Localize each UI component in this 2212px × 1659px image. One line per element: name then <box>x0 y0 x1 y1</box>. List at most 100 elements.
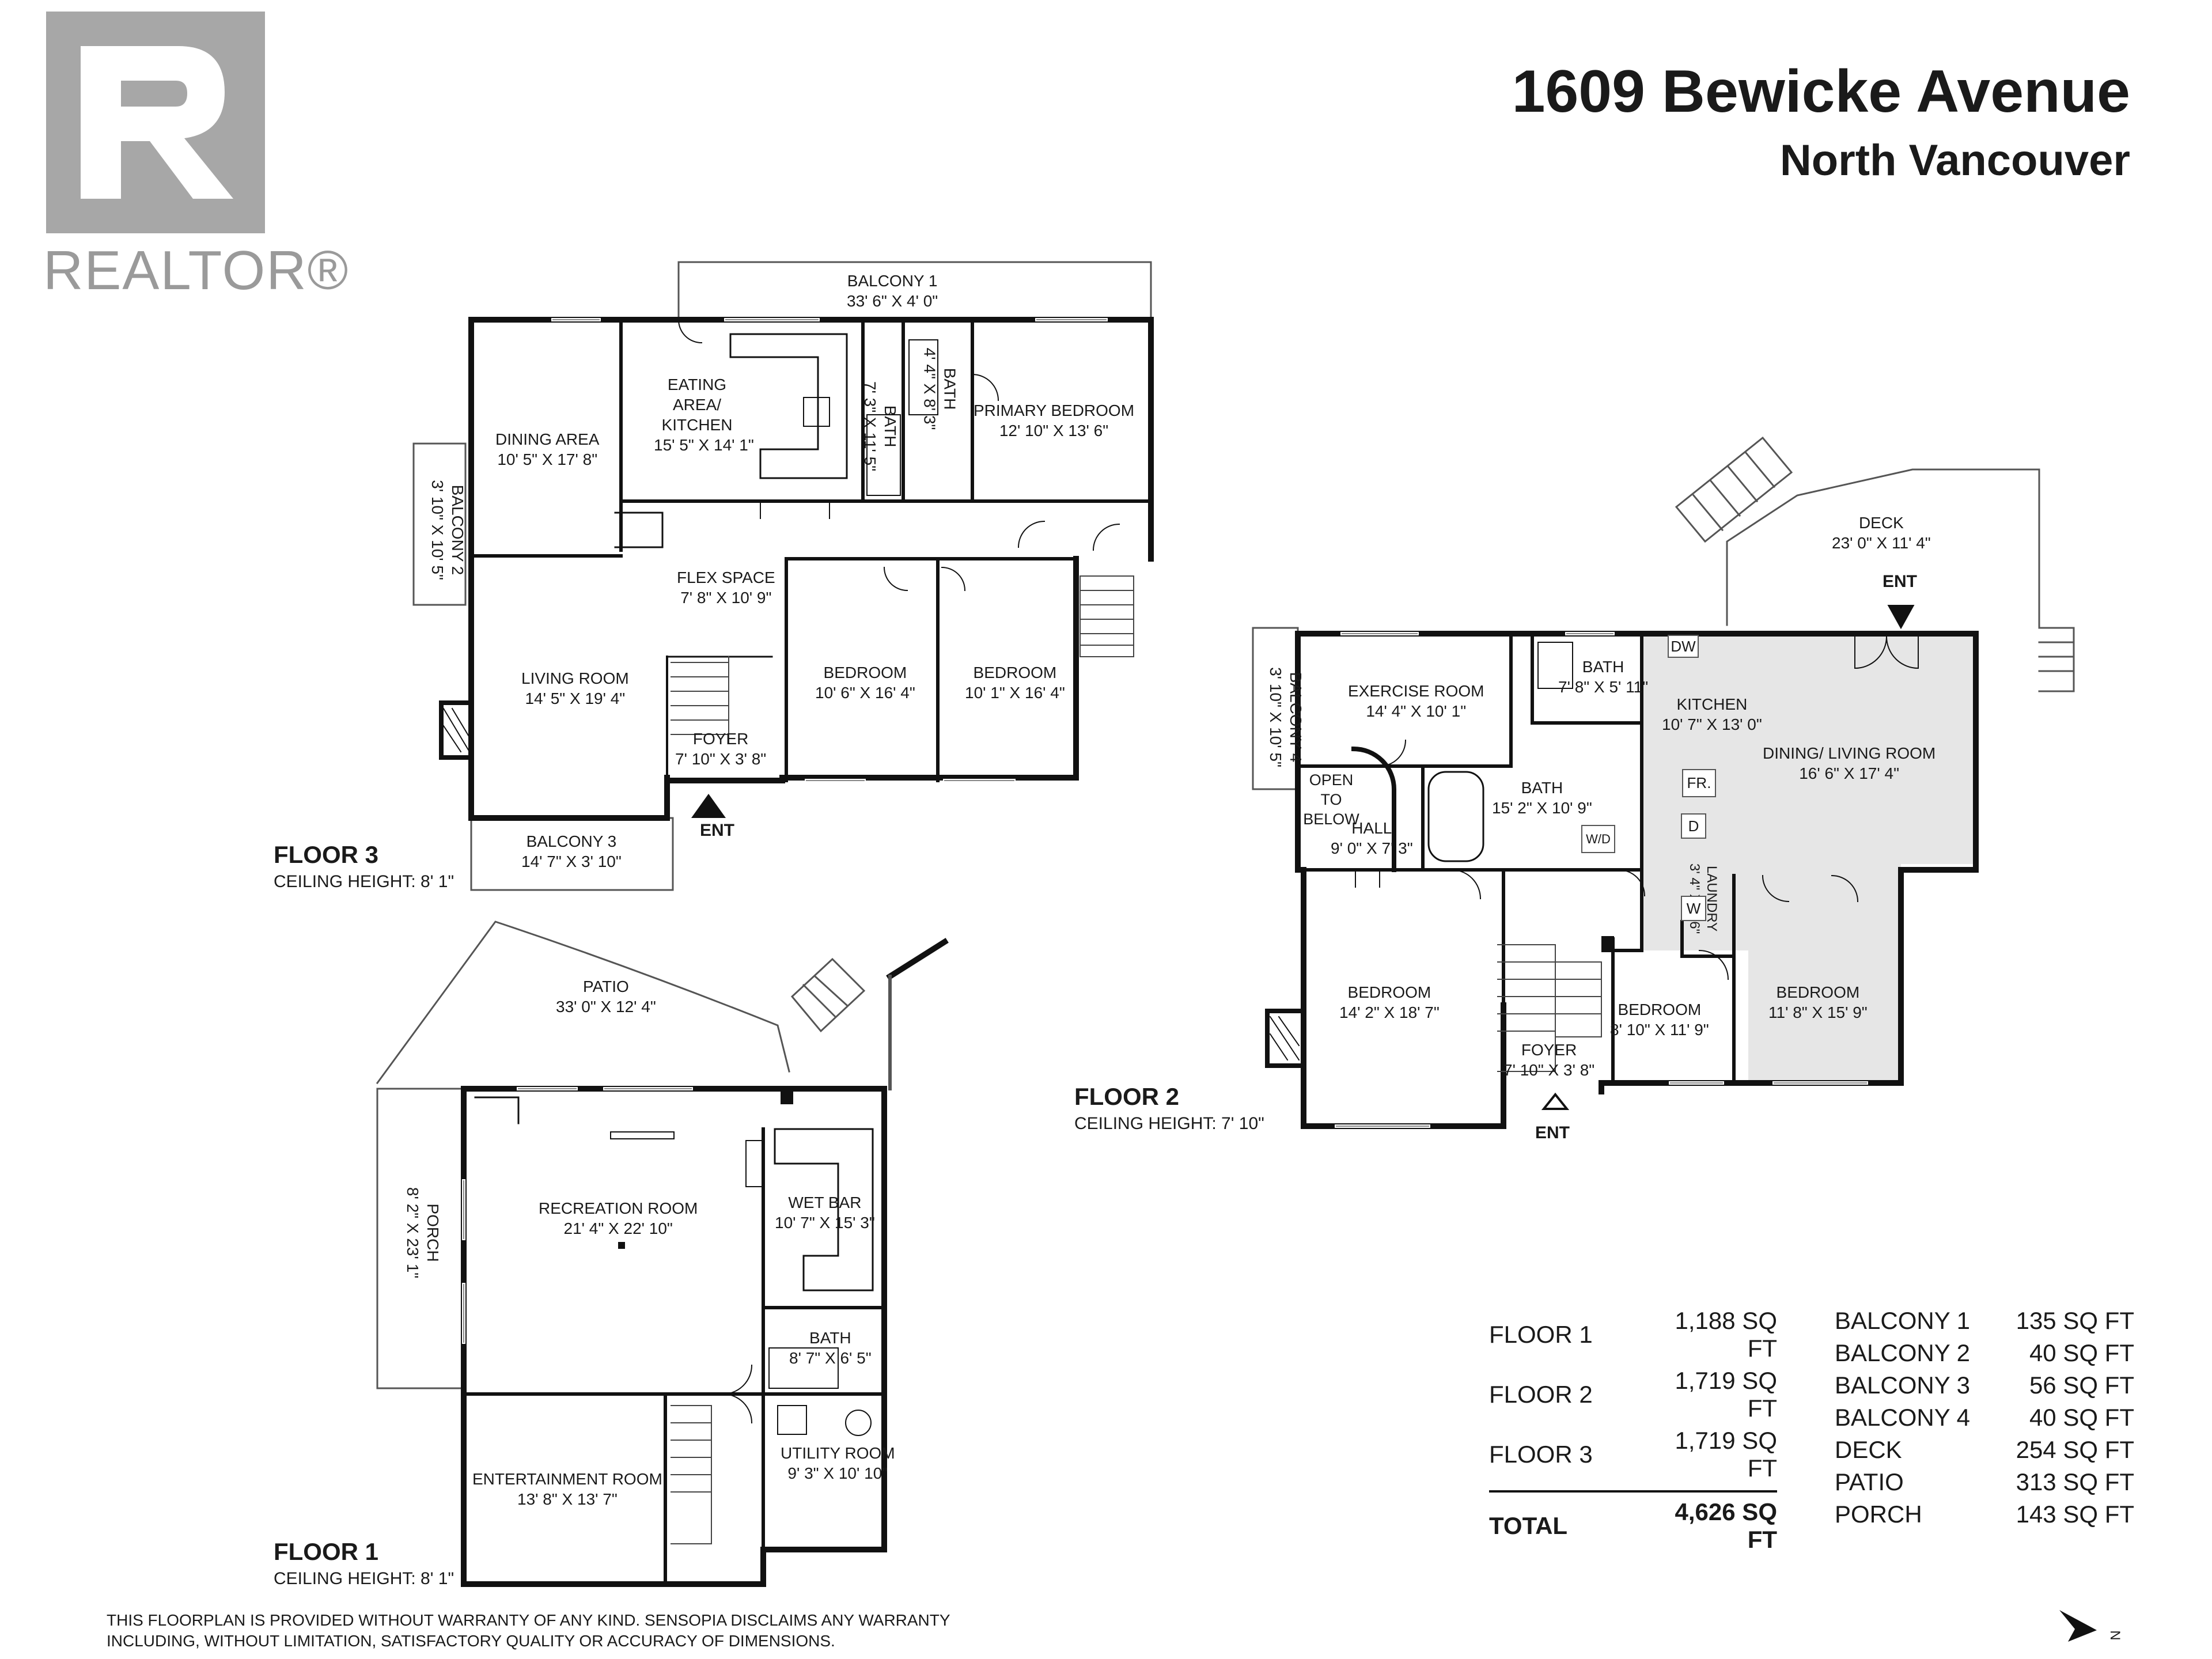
disclaimer-line-1: THIS FLOORPLAN IS PROVIDED WITHOUT WARRA… <box>107 1611 950 1629</box>
outdoor-area-row: BALCONY 4 40 SQ FT <box>1835 1402 2134 1434</box>
floor-area-table: FLOOR 1 1,188 SQ FT FLOOR 2 1,719 SQ FT FL… <box>1489 1305 1777 1556</box>
outdoor-area-row: PATIO 313 SQ FT <box>1835 1466 2134 1498</box>
outdoor-area-value: 254 SQ FT <box>2016 1436 2134 1463</box>
floor-area-row: FLOOR 1 1,188 SQ FT <box>1489 1305 1777 1365</box>
north-label: N <box>2108 1630 2124 1641</box>
outdoor-area-value: 56 SQ FT <box>2029 1372 2134 1399</box>
outdoor-area-label: BALCONY 2 <box>1835 1339 1970 1366</box>
floor2-plan <box>1252 436 2075 1129</box>
floor3-label: FLOOR 3 <box>274 841 379 868</box>
floor1-label-block: FLOOR 1 CEILING HEIGHT: 8' 1" <box>274 1538 454 1589</box>
outdoor-area-label: BALCONY 1 <box>1835 1307 1970 1334</box>
dryer-label: D <box>1681 813 1706 839</box>
property-city: North Vancouver <box>1779 136 2130 185</box>
disclaimer: THIS FLOORPLAN IS PROVIDED WITHOUT WARRA… <box>107 1610 950 1652</box>
floor2-label: FLOOR 2 <box>1074 1083 1180 1110</box>
floor-area-label: FLOOR 3 <box>1489 1425 1639 1493</box>
floor2-ent-arrow-bottom <box>1541 1092 1570 1110</box>
outdoor-area-value: 313 SQ FT <box>2016 1468 2134 1495</box>
outdoor-area-label: BALCONY 4 <box>1835 1404 1970 1431</box>
floor-area-value: 1,719 SQ FT <box>1639 1425 1777 1493</box>
outdoor-area-value: 135 SQ FT <box>2016 1307 2134 1334</box>
floor-area-value: 1,188 SQ FT <box>1675 1307 1777 1362</box>
property-address: 1609 Bewicke Avenue <box>1512 58 2130 125</box>
total-area-label: TOTAL <box>1489 1512 1568 1539</box>
total-area-value: 4,626 SQ FT <box>1675 1498 1777 1553</box>
disclaimer-line-2: INCLUDING, WITHOUT LIMITATION, SATISFACT… <box>107 1632 835 1650</box>
ent-label-f2-bottom: ENT <box>1535 1123 1570 1142</box>
fridge-label: FR. <box>1682 769 1716 797</box>
outdoor-area-value: 143 SQ FT <box>2016 1501 2134 1528</box>
north-arrow-icon <box>2059 1610 2097 1642</box>
floor3-plan <box>412 261 1154 891</box>
floor3-ent-arrow <box>691 794 726 818</box>
dishwasher-label: DW <box>1668 635 1699 658</box>
outdoor-area-label: BALCONY 3 <box>1835 1372 1970 1399</box>
outdoor-area-row: BALCONY 1 135 SQ FT <box>1835 1305 2134 1337</box>
floor2-ceiling: CEILING HEIGHT: 7' 10" <box>1074 1114 1264 1133</box>
floor-area-row: FLOOR 2 1,719 SQ FT <box>1489 1365 1777 1425</box>
floor-area-value: 1,719 SQ FT <box>1675 1367 1777 1422</box>
outdoor-area-row: BALCONY 3 56 SQ FT <box>1835 1369 2134 1402</box>
floor1-ceiling: CEILING HEIGHT: 8' 1" <box>274 1569 454 1588</box>
outdoor-area-row: PORCH 143 SQ FT <box>1835 1498 2134 1531</box>
outdoor-area-value: 40 SQ FT <box>2029 1339 2134 1366</box>
floor1-plan <box>376 921 949 1587</box>
total-area-row: TOTAL 4,626 SQ FT <box>1489 1491 1777 1556</box>
room-open-to-below: OPEN TO BELOW <box>1303 771 1359 828</box>
outdoor-area-label: PORCH <box>1835 1501 1922 1528</box>
washer-dryer-label: W/D <box>1581 825 1615 853</box>
ent-label-f2-top: ENT <box>1883 572 1917 591</box>
floor3-label-block: FLOOR 3 CEILING HEIGHT: 8' 1" <box>274 841 454 892</box>
ent-label-f3: ENT <box>700 821 734 840</box>
outdoor-area-row: DECK 254 SQ FT <box>1835 1434 2134 1466</box>
washer-label: W <box>1681 896 1706 921</box>
outdoor-area-label: PATIO <box>1835 1468 1904 1495</box>
floor-area-label: FLOOR 1 <box>1489 1321 1593 1348</box>
floor2-label-block: FLOOR 2 CEILING HEIGHT: 7' 10" <box>1074 1083 1264 1134</box>
outdoor-area-table: BALCONY 1 135 SQ FT BALCONY 2 40 SQ FT BAL… <box>1835 1305 2134 1531</box>
outdoor-area-value: 40 SQ FT <box>2029 1404 2134 1431</box>
floor-area-label: FLOOR 2 <box>1489 1381 1593 1408</box>
realtor-r-icon <box>81 46 233 199</box>
floor2-ent-arrow-top <box>1887 605 1915 630</box>
floor1-label: FLOOR 1 <box>274 1538 379 1565</box>
realtor-wordmark: REALTOR® <box>43 240 350 301</box>
outdoor-area-label: DECK <box>1835 1436 1902 1463</box>
outdoor-area-row: BALCONY 2 40 SQ FT <box>1835 1337 2134 1369</box>
